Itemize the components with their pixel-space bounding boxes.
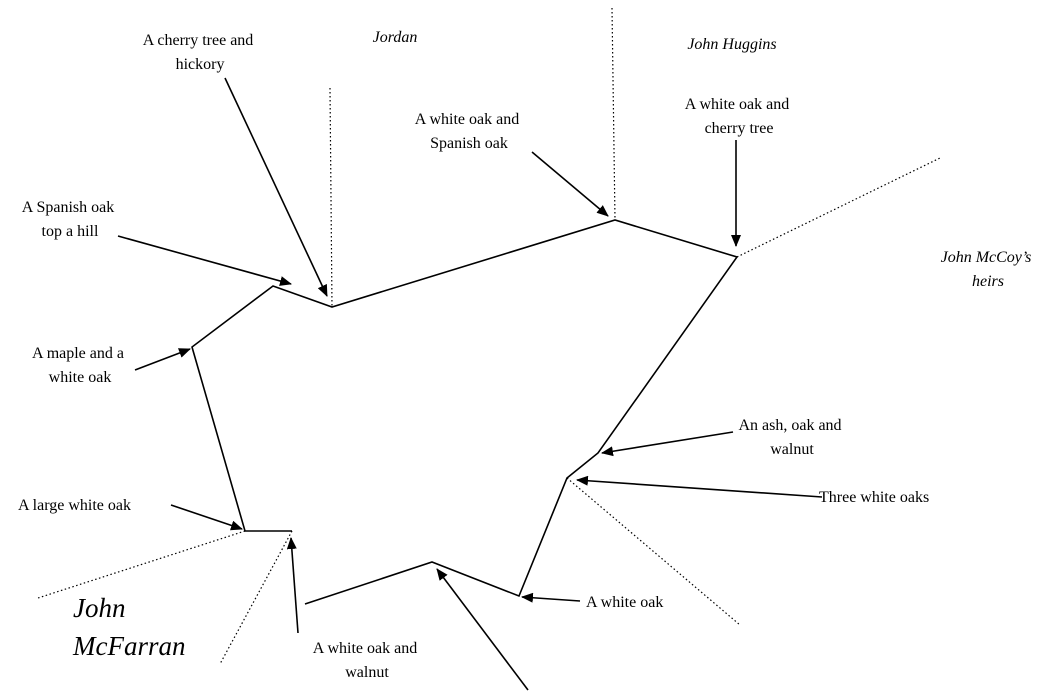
tract-boundary (191, 219, 739, 605)
label-ash-oak-walnut: An ash, oak and walnut (738, 417, 845, 458)
pointer-south-corner (436, 568, 529, 691)
owner-mccoy: John McCoy’s heirs (941, 249, 1036, 290)
corner-labels: A cherry tree and hickory A white oak an… (18, 32, 929, 681)
pointer-three-white-oaks (576, 475, 823, 498)
boundary-jordan-west (329, 87, 333, 308)
pointer-maple-white-oak (134, 348, 191, 371)
label-three-white-oaks: Three white oaks (819, 489, 929, 506)
pointer-white-oak-walnut (286, 537, 299, 634)
label-large-white-oak: A large white oak (18, 497, 131, 514)
label-spanish-oak-hill: A Spanish oak top a hill (22, 199, 118, 240)
label-cherry-hickory: A cherry tree and hickory (143, 32, 258, 73)
label-white-oak-spanish: A white oak and Spanish oak (415, 111, 523, 152)
pointer-white-oak-spanish (531, 151, 609, 217)
pointer-spanish-oak-hill (117, 235, 292, 286)
owner-labels: Jordan John Huggins John McCoy’s heirs J… (72, 29, 1036, 661)
boundary-huggins-mccoy (736, 157, 941, 258)
pointer-large-white-oak (170, 504, 243, 531)
pointer-cherry-hickory (224, 77, 328, 297)
boundary-mcfarran-south (219, 530, 293, 665)
owner-huggins: John Huggins (687, 36, 776, 53)
label-white-oak-cherry: A white oak and cherry tree (685, 96, 793, 137)
owner-mcfarran: John McFarran (72, 593, 185, 661)
boundary-jordan-huggins (611, 7, 616, 221)
corner-pointers (117, 77, 823, 691)
label-white-oak-walnut: A white oak and walnut (313, 640, 421, 681)
boundary-mccoy-south (566, 477, 741, 626)
adjoining-boundaries (37, 7, 941, 665)
pointer-white-oak (521, 592, 581, 603)
pointer-ash-oak-walnut (601, 431, 734, 457)
owner-jordan: Jordan (373, 29, 418, 46)
label-white-oak: A white oak (586, 594, 663, 611)
label-maple-white-oak: A maple and a white oak (32, 345, 128, 386)
boundary-mcfarran-west (37, 530, 246, 599)
